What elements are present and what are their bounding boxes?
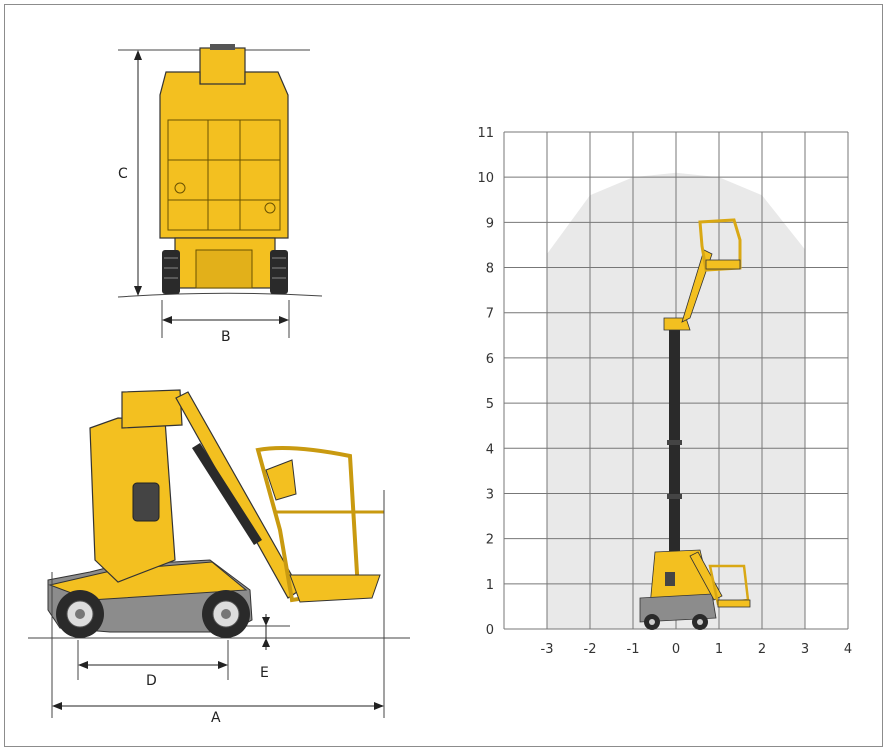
- x-tick-label: 0: [672, 642, 680, 657]
- side-wheel-front: [202, 590, 250, 638]
- working-range-chart: -3 -2 -1 0 1 2 3 4 0 1 2 3 4 5 6 7 8 9 10 11: [477, 126, 852, 657]
- y-tick-label: 2: [486, 533, 494, 548]
- dimension-c: C: [118, 50, 142, 296]
- y-tick-label: 3: [486, 487, 494, 502]
- x-tick-label: -3: [541, 642, 554, 657]
- front-wheel-right: [270, 250, 288, 294]
- chart-mast: [669, 322, 680, 552]
- x-tick-label: -2: [584, 642, 597, 657]
- chart-machine-extended: [639, 218, 751, 630]
- y-tick-label: 4: [486, 442, 494, 457]
- dimension-label-d: D: [146, 673, 157, 689]
- x-tick-label: 2: [758, 642, 766, 657]
- x-tick-label: -1: [627, 642, 640, 657]
- front-view: C B: [117, 44, 323, 345]
- front-ground-line: [117, 292, 323, 298]
- y-tick-label: 7: [486, 307, 494, 322]
- x-tick-label: 1: [715, 642, 723, 657]
- dimension-b: B: [161, 300, 290, 345]
- dimension-a: A: [51, 490, 385, 726]
- dimension-label-e: E: [260, 665, 269, 681]
- y-tick-label: 10: [477, 171, 494, 186]
- y-tick-label: 5: [486, 397, 494, 412]
- dimension-e: E: [260, 614, 270, 681]
- x-tick-label: 4: [844, 642, 852, 657]
- side-wheel-rear: [56, 590, 104, 638]
- dimension-label-a: A: [211, 710, 221, 726]
- y-tick-label: 9: [486, 216, 494, 231]
- dimension-d: D: [77, 640, 229, 689]
- y-tick-label: 11: [477, 126, 494, 141]
- diagram-frame: [4, 4, 883, 747]
- dimension-label-b: B: [221, 329, 231, 345]
- x-tick-label: 3: [801, 642, 809, 657]
- front-machine-body: [159, 44, 289, 289]
- y-axis-ticks: 0 1 2 3 4 5 6 7 8 9 10 11: [477, 126, 494, 638]
- y-tick-label: 6: [486, 352, 494, 367]
- x-axis-ticks: -3 -2 -1 0 1 2 3 4: [541, 642, 853, 657]
- front-wheel-left: [162, 250, 180, 294]
- y-tick-label: 1: [486, 578, 494, 593]
- y-tick-label: 8: [486, 262, 494, 277]
- side-view: D E A: [28, 389, 410, 726]
- dimension-label-c: C: [118, 166, 128, 182]
- y-tick-label: 0: [486, 623, 494, 638]
